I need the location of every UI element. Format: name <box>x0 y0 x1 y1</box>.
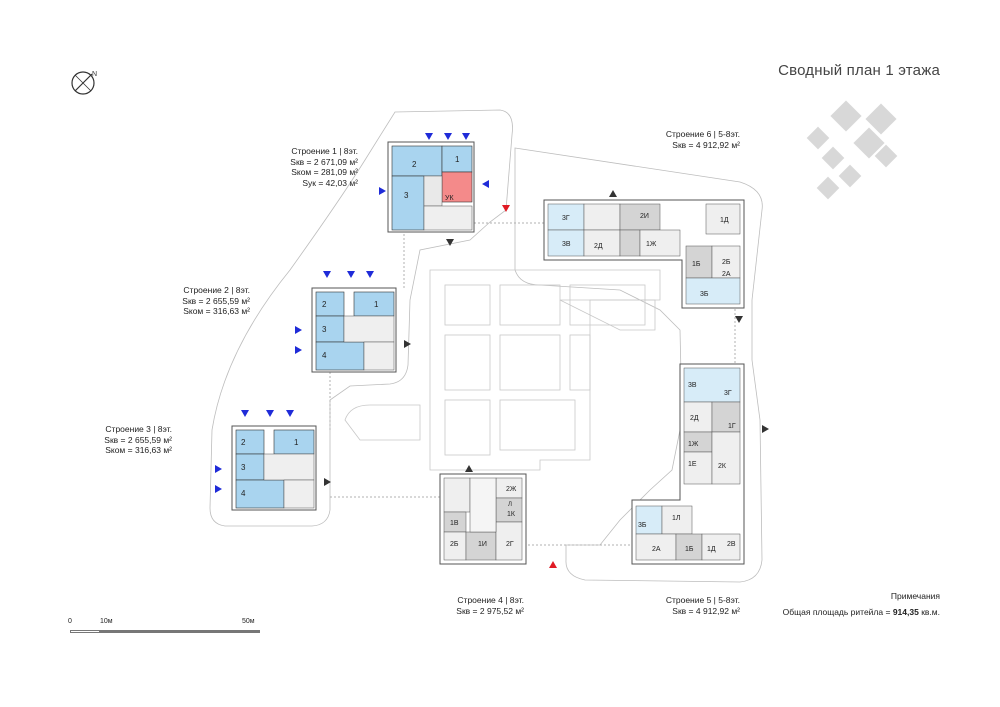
entrance-arrow-icon <box>286 410 294 417</box>
unit-label: 1Ж <box>646 241 657 248</box>
scale-mid: 10м <box>100 618 113 625</box>
unit-label: 2Б <box>450 541 459 548</box>
unit-label: 3 <box>241 463 246 472</box>
massing-key <box>806 100 898 200</box>
unit-label: 1К <box>507 511 516 518</box>
entrance-arrow-icon <box>366 271 374 278</box>
unit-label: 2И <box>640 213 649 220</box>
building-1: 2 1 3 УК <box>387 141 475 233</box>
entrance-markers-residential <box>215 133 489 493</box>
scale-end: 50м <box>242 618 255 625</box>
entrance-arrow-icon <box>446 239 454 246</box>
unit-label: 1В <box>450 520 459 527</box>
entrance-arrow-icon <box>404 340 411 348</box>
page-title: Сводный план 1 этажа <box>778 62 940 79</box>
unit-label: 2Ж <box>506 486 517 493</box>
unit-label: 4 <box>322 351 327 360</box>
unit-label: 1Д <box>720 217 729 224</box>
unit-label: 2А <box>652 546 661 553</box>
entrance-arrow-icon <box>379 187 386 195</box>
entrance-arrow-icon <box>347 271 355 278</box>
building-6-label: Строение 6 | 5-8эт.Sкв = 4 912,92 м² <box>665 129 740 150</box>
unit-label: 1И <box>478 541 487 548</box>
unit-label: 1Л <box>672 515 681 522</box>
entrance-markers-commercial <box>324 190 769 486</box>
north-letter: N <box>92 71 97 78</box>
north-arrow-icon: N <box>70 68 98 96</box>
unit-label: 3В <box>562 241 571 248</box>
entrance-arrow-icon <box>465 465 473 472</box>
unit-label: 2 <box>241 438 246 447</box>
retail-area: Общая площадь ритейла = 914,35 кв.м. <box>782 607 940 617</box>
unit-label: 1Б <box>685 546 694 553</box>
entrance-arrow-icon <box>444 133 452 140</box>
unit-label: 1 <box>374 300 379 309</box>
entrance-arrow-icon <box>215 465 222 473</box>
unit-label: 2 <box>412 160 417 169</box>
unit-label: 1Б <box>692 261 701 268</box>
entrance-markers-service <box>502 205 557 568</box>
unit-label: 2К <box>718 463 727 470</box>
entrance-arrow-icon <box>241 410 249 417</box>
unit-label: 3 <box>404 191 409 200</box>
entrance-arrow-icon <box>266 410 274 417</box>
unit-label: 2Г <box>506 541 514 548</box>
connector-lines <box>329 222 736 546</box>
entrance-arrow-icon <box>502 205 510 212</box>
unit-label: 3Б <box>638 522 647 529</box>
entrance-arrow-icon <box>482 180 489 188</box>
unit-label: 2А <box>722 271 731 278</box>
unit-label: 3В <box>688 382 697 389</box>
unit-label: 3 <box>322 325 327 334</box>
entrance-arrow-icon <box>295 326 302 334</box>
unit-label: 1Е <box>688 461 697 468</box>
entrance-arrow-icon <box>462 133 470 140</box>
unit-label: 2 <box>322 300 327 309</box>
entrance-arrow-icon <box>215 485 222 493</box>
unit-label: 1Д <box>707 546 716 553</box>
notes: Примечания Общая площадь ритейла = 914,3… <box>783 588 940 620</box>
unit-label: 3Б <box>700 291 709 298</box>
building-4-label: Строение 4 | 8эт.Sкв = 2 975,52 м² <box>456 595 524 616</box>
building-5-label: Строение 5 | 5-8эт.Sкв = 4 912,92 м² <box>665 595 740 616</box>
unit-label: 1 <box>294 438 299 447</box>
unit-label: 3Г <box>724 390 732 397</box>
unit-label: 2Б <box>722 259 731 266</box>
unit-label: 1Г <box>728 423 736 430</box>
entrance-arrow-icon <box>609 190 617 197</box>
building-5: 3В 3Г 2Д 1Г 1Ж 1Е 2К 1Л 2А 1Б 1Д 2В 3Б <box>631 363 745 565</box>
entrance-arrow-icon <box>323 271 331 278</box>
site-boundary <box>209 109 513 527</box>
entrance-arrow-icon <box>295 346 302 354</box>
unit-label: УК <box>445 195 454 202</box>
entrance-arrow-icon <box>762 425 769 433</box>
entrance-arrow-icon <box>735 316 743 323</box>
unit-label: 1 <box>455 155 460 164</box>
unit-label: 2В <box>727 541 736 548</box>
unit-label: 2Д <box>594 243 603 250</box>
building-6: 3Г 2И 3В 2Д 1Ж 1Д 2Б 1Б 2А 3Б <box>543 199 745 309</box>
unit-label: Л <box>508 502 512 508</box>
entrance-arrow-icon <box>324 478 331 486</box>
notes-heading: Примечания <box>890 591 940 601</box>
entrance-arrow-icon <box>425 133 433 140</box>
unit-label: 3Г <box>562 215 570 222</box>
building-3: 1 2 3 4 <box>231 425 317 511</box>
unit-label: 4 <box>241 489 246 498</box>
building-4: 2Ж 1К 1В 2Б 1И 2Г Л <box>439 473 527 565</box>
unit-label: 2Д <box>690 415 699 422</box>
building-2: 1 2 3 4 <box>311 287 397 373</box>
entrance-arrow-icon <box>549 561 557 568</box>
unit-label: 1Ж <box>688 441 699 448</box>
scale-start: 0 <box>68 618 72 625</box>
